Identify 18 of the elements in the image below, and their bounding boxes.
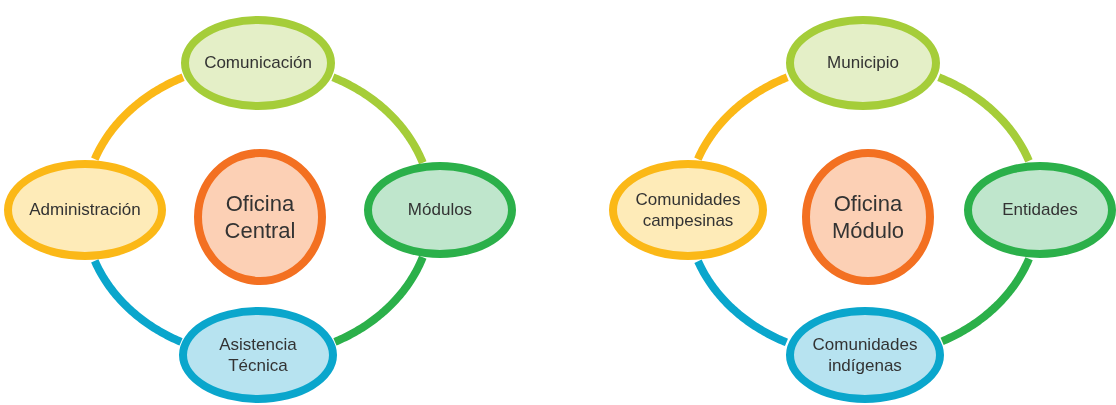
node-label: Oficina Módulo — [830, 189, 906, 245]
node-label: Administración — [28, 199, 142, 221]
connector-arc — [936, 73, 1033, 164]
connector-arc — [91, 258, 183, 346]
node-label: Municipio — [826, 52, 900, 74]
connector-arc — [694, 73, 790, 162]
node-label: Comunidades campesinas — [634, 188, 742, 232]
node-label: Comunicación — [203, 52, 313, 74]
connector-arc — [330, 73, 427, 165]
connector-arc — [91, 73, 186, 162]
node-label: Módulos — [406, 199, 474, 221]
node-label: Oficina Central — [223, 189, 297, 245]
node-label: Comunidades indígenas — [811, 333, 919, 377]
node-label: Entidades — [1001, 199, 1079, 221]
node-label: Asistencia Técnica — [218, 333, 298, 377]
connector-arc — [694, 259, 789, 347]
connector-arc — [940, 256, 1033, 345]
connector-arc — [333, 255, 427, 346]
